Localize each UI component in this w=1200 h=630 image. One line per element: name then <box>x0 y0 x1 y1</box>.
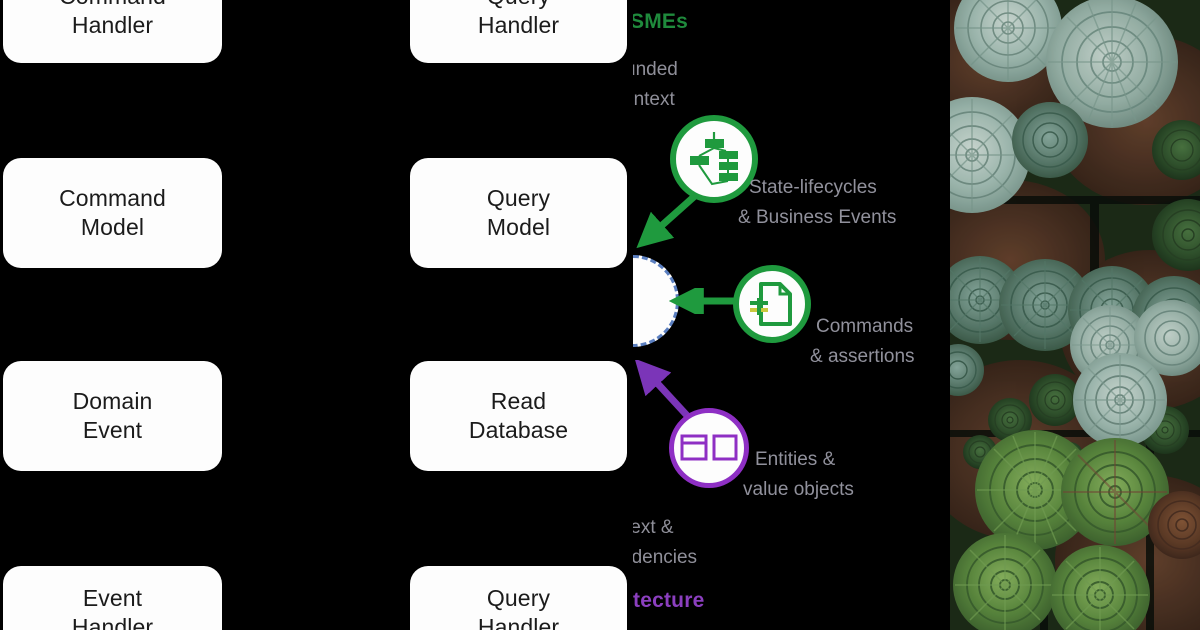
cqrs-box-read-database[interactable]: Read Database <box>410 361 627 471</box>
cqrs-box-command-model[interactable]: Command Model <box>3 158 222 268</box>
cqrs-box-event-handler[interactable]: Event Handler <box>3 566 222 630</box>
cqrs-box-line1: Read <box>490 388 547 415</box>
cqrs-box-line2: Model <box>80 214 145 240</box>
cqrs-box-line2: Handler <box>71 613 154 630</box>
cqrs-box-line2: Event <box>82 417 143 443</box>
cqrs-box-line1: Command <box>59 0 166 11</box>
label-commands-assertions-line2: & assertions <box>810 346 915 367</box>
cqrs-box-query-handler-2[interactable]: Query Handler <box>410 566 627 630</box>
subtitle-bounded-context-line2: ontext <box>633 89 675 110</box>
subtitle-context-dependencies-line2: ndencies <box>633 547 698 568</box>
cqrs-box-query-handler[interactable]: Query Handler <box>410 0 627 63</box>
succulent-photo-svg <box>950 0 1200 630</box>
cqrs-box-line2: Database <box>468 417 569 443</box>
subtitle-context-dependencies-line1: text & <box>633 517 674 538</box>
cqrs-box-line1: Command <box>59 185 166 212</box>
heading-smes: SMEs <box>633 10 688 33</box>
label-entities-value-objects-line2: value objects <box>743 479 854 500</box>
cqrs-box-query-model[interactable]: Query Model <box>410 158 627 268</box>
two-rectangles-icon <box>680 434 738 461</box>
cqrs-box-line1: Query <box>478 0 559 11</box>
subtitle-bounded-context-line1: unded <box>633 59 678 80</box>
cqrs-box-line2: Handler <box>477 11 560 38</box>
cqrs-box-domain-event[interactable]: Domain Event <box>3 361 222 471</box>
succulent-photo-image <box>950 0 1200 630</box>
cqrs-box-line1: Domain <box>72 388 153 415</box>
node-commands-assertions[interactable] <box>733 265 811 343</box>
cqrs-box-line1: Query <box>486 185 551 212</box>
cqrs-box-line2: Handler <box>71 11 154 38</box>
heading-architecture: itecture <box>633 589 705 612</box>
cqrs-box-line1: Event <box>82 585 143 611</box>
label-entities-value-objects-line1: Entities & <box>755 449 836 470</box>
cqrs-box-line1: Query <box>486 585 551 611</box>
flowchart-icon <box>690 132 738 186</box>
document-plus-icon <box>750 282 792 326</box>
cqrs-box-line2: Model <box>486 214 551 240</box>
label-state-lifecycles-line2: & Business Events <box>738 207 897 228</box>
label-state-lifecycles-line1: State-lifecycles <box>749 177 877 198</box>
cqrs-diagram-panel: Command Handler Query Handler Command Mo… <box>3 0 627 630</box>
arrow-entities-value-objects <box>634 360 696 425</box>
node-state-lifecycles[interactable] <box>670 115 758 203</box>
ddd-legend-panel: SMEs unded ontext text & ndencies itectu… <box>633 0 950 630</box>
cqrs-box-line2: Handler <box>477 613 560 630</box>
node-entities-value-objects[interactable] <box>669 408 749 488</box>
label-commands-assertions-line1: Commands <box>816 316 914 337</box>
succulent-photo-panel <box>950 0 1200 630</box>
cqrs-box-command-handler[interactable]: Command Handler <box>3 0 222 63</box>
